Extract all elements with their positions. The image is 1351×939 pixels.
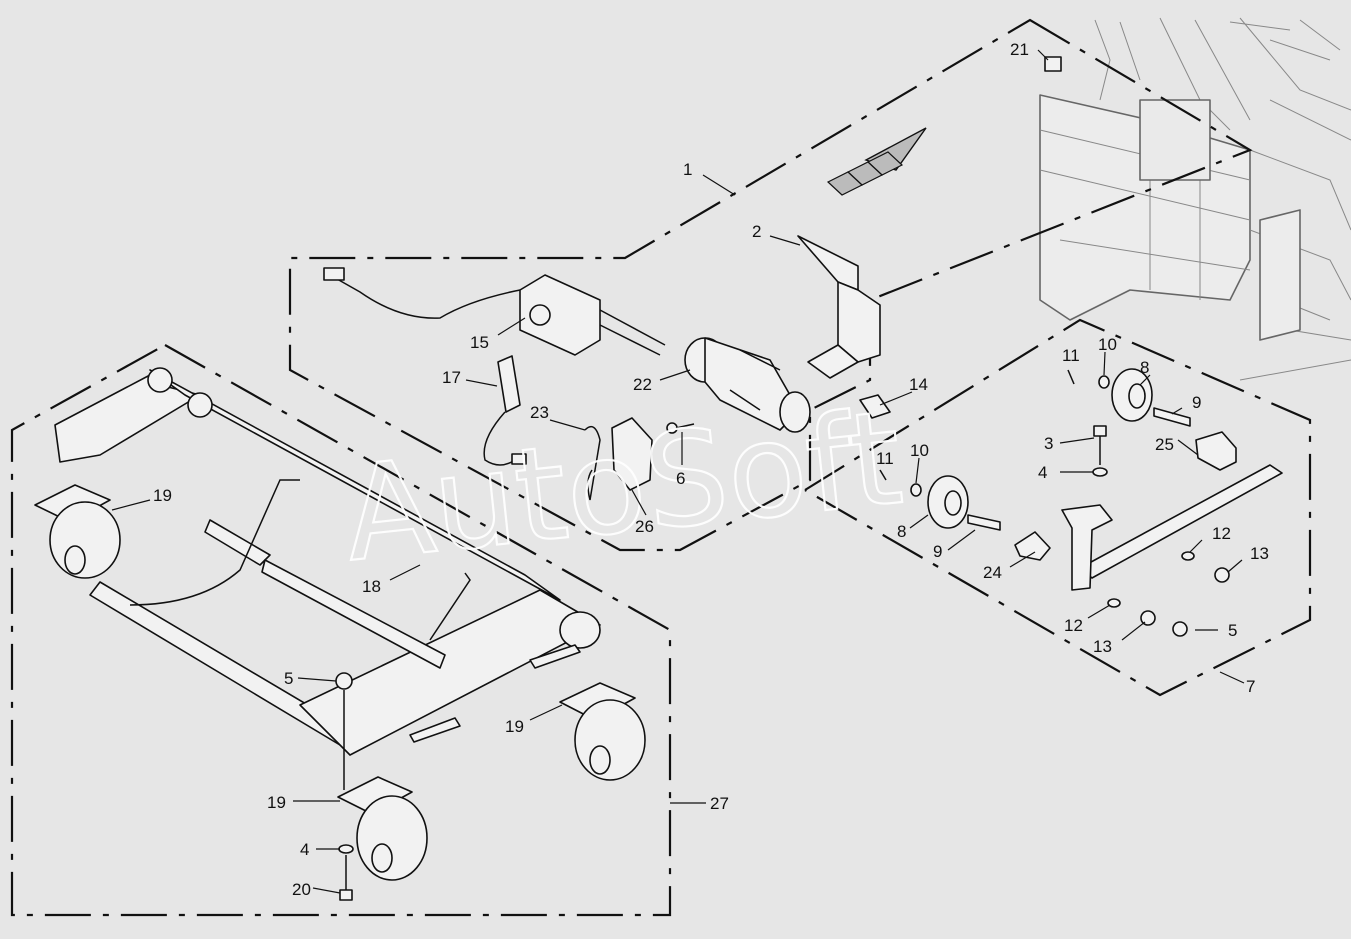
callout-19: 19	[267, 793, 286, 812]
part-11-pins	[879, 369, 1075, 481]
part-21-clip	[1044, 56, 1062, 72]
callout-21: 21	[1010, 40, 1029, 59]
callout-19: 19	[153, 486, 172, 505]
part-14-clip	[859, 394, 891, 419]
callout-4: 4	[300, 840, 309, 859]
part-4-washer-left	[338, 844, 354, 854]
callout-18: 18	[362, 577, 381, 596]
part-10-washers	[910, 375, 1110, 497]
callout-5: 5	[284, 669, 293, 688]
part-6-screw	[666, 422, 695, 434]
part-19-caster-left	[34, 484, 121, 579]
part-5-nut-right	[1172, 621, 1188, 637]
callout-3: 3	[1044, 434, 1053, 453]
part-19-caster-right	[559, 682, 646, 781]
callout-1: 1	[683, 160, 692, 179]
part-2-bracket	[797, 235, 881, 379]
callout-8: 8	[897, 522, 906, 541]
callout-8: 8	[1140, 358, 1149, 377]
part-8-roller-upper	[1111, 368, 1153, 422]
part-7-support-bar	[1061, 464, 1283, 591]
callout-12: 12	[1212, 524, 1231, 543]
callout-10: 10	[1098, 335, 1117, 354]
callout-labels: 1 2 3 4 4 5 5 6 7 8 8 9 9 10 10 11 11 12…	[153, 40, 1269, 899]
part-26-plate	[611, 417, 653, 491]
callout-9: 9	[1192, 393, 1201, 412]
callout-19: 19	[505, 717, 524, 736]
part-4-washer	[1092, 467, 1108, 477]
watermark: AutoSoft	[337, 381, 908, 591]
callout-4: 4	[1038, 463, 1047, 482]
callout-23: 23	[530, 403, 549, 422]
callout-5: 5	[1228, 621, 1237, 640]
callout-9: 9	[933, 542, 942, 561]
part-15-motor	[323, 267, 666, 356]
callout-6: 6	[676, 469, 685, 488]
callout-27: 27	[710, 794, 729, 813]
callout-13: 13	[1093, 637, 1112, 656]
part-13-nuts	[1140, 567, 1230, 626]
callout-22: 22	[633, 375, 652, 394]
callout-20: 20	[292, 880, 311, 899]
callout-11: 11	[1062, 346, 1080, 365]
callout-13: 13	[1250, 544, 1269, 563]
part-9-pin-upper	[1153, 407, 1191, 427]
part-18-trolley-frame	[54, 367, 601, 756]
part-22-winch	[684, 337, 811, 433]
callout-14: 14	[909, 375, 928, 394]
group-outlines	[10, 18, 1312, 917]
machine-frame-background	[1039, 17, 1351, 381]
part-23-wire	[584, 425, 601, 501]
part-20-bolt	[339, 855, 353, 901]
part-24-bracket	[1014, 531, 1051, 561]
callout-25: 25	[1155, 435, 1174, 454]
callout-11: 11	[876, 449, 894, 468]
part-25-bracket	[1195, 431, 1237, 471]
callout-26: 26	[635, 517, 654, 536]
part-9-pin-lower	[967, 514, 1001, 531]
part-3-bolt	[1093, 425, 1107, 465]
callout-7: 7	[1246, 677, 1255, 696]
callout-2: 2	[752, 222, 761, 241]
leader-lines	[111, 49, 1245, 894]
callout-10: 10	[910, 441, 929, 460]
part-19-caster-bottom	[337, 776, 428, 881]
callout-17: 17	[442, 368, 461, 387]
callout-24: 24	[983, 563, 1002, 582]
part-5-nut-left	[335, 672, 353, 790]
part-8-roller-lower	[927, 475, 969, 529]
callout-12: 12	[1064, 616, 1083, 635]
direction-arrow	[826, 127, 927, 196]
part-17-handle	[483, 355, 527, 466]
callout-15: 15	[470, 333, 489, 352]
part-12-washers	[1107, 551, 1195, 608]
